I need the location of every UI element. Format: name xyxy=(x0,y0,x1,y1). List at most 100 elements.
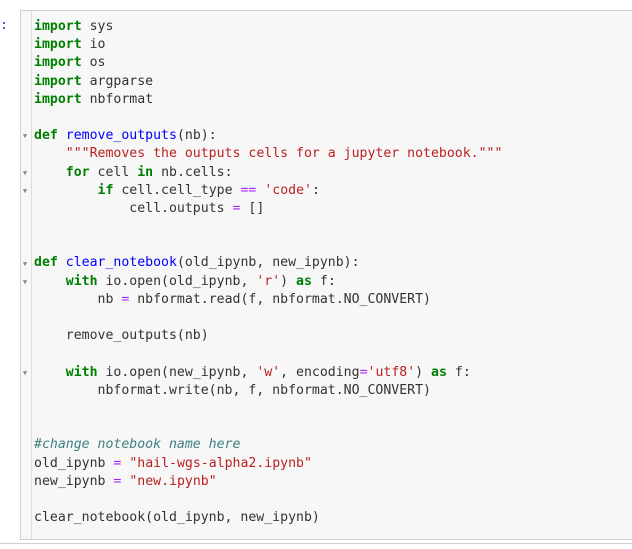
fold-gutter: ▼ ▼ ▼ ▼ ▼ ▼ xyxy=(21,11,32,539)
code-token: nbformat.read(f, nbformat.NO_CONVERT) xyxy=(129,291,431,307)
code-line[interactable] xyxy=(34,491,502,509)
code-token-def: remove_outputs xyxy=(65,128,177,144)
code-token-kw: for xyxy=(65,164,90,180)
code-token-op: = xyxy=(113,473,122,489)
code-token: remove_outputs(nb) xyxy=(34,328,209,344)
code-token-str: """Removes the outputs cells for a jupyt… xyxy=(65,146,503,162)
code-token-str: 'w' xyxy=(256,364,281,380)
code-token-kw: import xyxy=(34,73,82,89)
code-token-kw: as xyxy=(296,273,312,289)
code-line[interactable] xyxy=(34,218,502,236)
code-line[interactable]: import sys xyxy=(34,18,502,36)
cell-prompt: : xyxy=(0,18,8,33)
code-token xyxy=(58,255,66,270)
code-line[interactable] xyxy=(34,309,502,327)
code-line[interactable]: old_ipynb = "hail-wgs-alpha2.ipynb" xyxy=(34,455,502,473)
code-token-op: = xyxy=(121,291,130,307)
code-token: argparse xyxy=(81,73,154,89)
code-line[interactable]: nb = nbformat.read(f, nbformat.NO_CONVER… xyxy=(34,291,502,309)
code-line[interactable] xyxy=(34,345,502,363)
code-token: new_ipynb xyxy=(34,473,114,489)
code-token: nb xyxy=(34,291,122,307)
code-token-kw: with xyxy=(65,273,98,289)
code-token-kw: import xyxy=(34,55,82,71)
code-token-kw: in xyxy=(137,164,154,180)
fold-toggle-icon[interactable]: ▼ xyxy=(22,277,28,286)
code-token-kw: with xyxy=(65,364,98,380)
code-token: (nb): xyxy=(176,128,217,144)
code-token xyxy=(34,183,98,198)
code-token xyxy=(34,274,66,289)
code-token xyxy=(34,146,66,161)
code-token: io.open(new_ipynb, xyxy=(97,364,257,380)
code-token-str: "hail-wgs-alpha2.ipynb" xyxy=(129,455,312,471)
code-token-op: = xyxy=(359,364,368,380)
code-token xyxy=(34,365,66,380)
code-token: nb.cells: xyxy=(153,164,233,180)
code-token-kw: def xyxy=(34,255,58,271)
fold-toggle-icon[interactable]: ▼ xyxy=(22,168,28,177)
cell-separator xyxy=(0,543,632,544)
code-token: ) xyxy=(415,364,432,380)
code-token xyxy=(58,128,66,143)
code-line[interactable]: cell.outputs = [] xyxy=(34,200,502,218)
fold-toggle-icon[interactable]: ▼ xyxy=(22,259,28,268)
code-token-kw: if xyxy=(97,182,114,198)
code-token: cell.cell_type xyxy=(113,182,241,198)
code-line[interactable]: """Removes the outputs cells for a jupyt… xyxy=(34,145,503,163)
code-line[interactable]: import os xyxy=(34,54,502,72)
fold-toggle-icon[interactable]: ▼ xyxy=(22,368,28,377)
code-token-kw: as xyxy=(431,364,447,380)
code-token-def: clear_notebook xyxy=(65,255,177,271)
code-token: nbformat.write(nb, f, nbformat.NO_CONVER… xyxy=(34,382,431,398)
code-line[interactable]: import nbformat xyxy=(34,91,502,109)
code-line[interactable]: if cell.cell_type == 'code': xyxy=(34,182,502,200)
code-token-str: 'r' xyxy=(256,273,281,289)
fold-toggle-icon[interactable]: ▼ xyxy=(22,132,28,141)
code-token-kw: import xyxy=(34,37,82,53)
fold-toggle-icon[interactable]: ▼ xyxy=(22,186,28,195)
code-token: os xyxy=(81,55,106,71)
code-line[interactable]: for cell in nb.cells: xyxy=(34,164,502,182)
code-token: old_ipynb xyxy=(34,455,114,471)
code-token: ) xyxy=(280,273,297,289)
code-line[interactable]: import io xyxy=(34,36,502,54)
code-line[interactable] xyxy=(34,400,502,418)
code-token-op: == xyxy=(240,182,257,198)
code-line[interactable]: nbformat.write(nb, f, nbformat.NO_CONVER… xyxy=(34,382,502,400)
code-line[interactable]: def remove_outputs(nb): xyxy=(34,127,502,145)
code-token: clear_notebook(old_ipynb, new_ipynb) xyxy=(34,510,320,526)
code-token: f: xyxy=(446,364,471,380)
code-line[interactable]: clear_notebook(old_ipynb, new_ipynb) xyxy=(34,509,502,527)
code-token-str: "new.ipynb" xyxy=(129,473,217,489)
code-line[interactable] xyxy=(34,418,502,436)
code-token: io xyxy=(81,37,106,53)
code-line[interactable]: new_ipynb = "new.ipynb" xyxy=(34,473,502,491)
code-line[interactable]: with io.open(old_ipynb, 'r') as f: xyxy=(34,273,502,291)
code-line[interactable]: import argparse xyxy=(34,73,502,91)
code-token: cell.outputs xyxy=(34,200,233,216)
code-token-str: 'utf8' xyxy=(367,364,416,380)
code-line[interactable] xyxy=(34,236,502,254)
code-token-op: = xyxy=(232,200,241,216)
code-token-cm: #change notebook name here xyxy=(34,437,241,453)
code-line[interactable]: remove_outputs(nb) xyxy=(34,327,502,345)
code-token: , encoding xyxy=(280,364,360,380)
code-token: [] xyxy=(240,200,265,216)
code-token: io.open(old_ipynb, xyxy=(97,273,257,289)
code-line[interactable] xyxy=(34,109,502,127)
code-token: f: xyxy=(311,273,336,289)
code-line[interactable]: def clear_notebook(old_ipynb, new_ipynb)… xyxy=(34,254,502,272)
code-token-op: = xyxy=(113,455,122,471)
code-line[interactable]: with io.open(new_ipynb, 'w', encoding='u… xyxy=(34,364,502,382)
code-token: : xyxy=(311,182,320,198)
code-token xyxy=(34,165,66,180)
code-line[interactable]: #change notebook name here xyxy=(34,436,502,454)
code-token: nbformat xyxy=(81,91,154,107)
code-token: (old_ipynb, new_ipynb): xyxy=(176,255,360,271)
code-token: sys xyxy=(81,19,114,34)
code-token-kw: def xyxy=(34,128,58,144)
code-token: cell xyxy=(89,164,138,180)
